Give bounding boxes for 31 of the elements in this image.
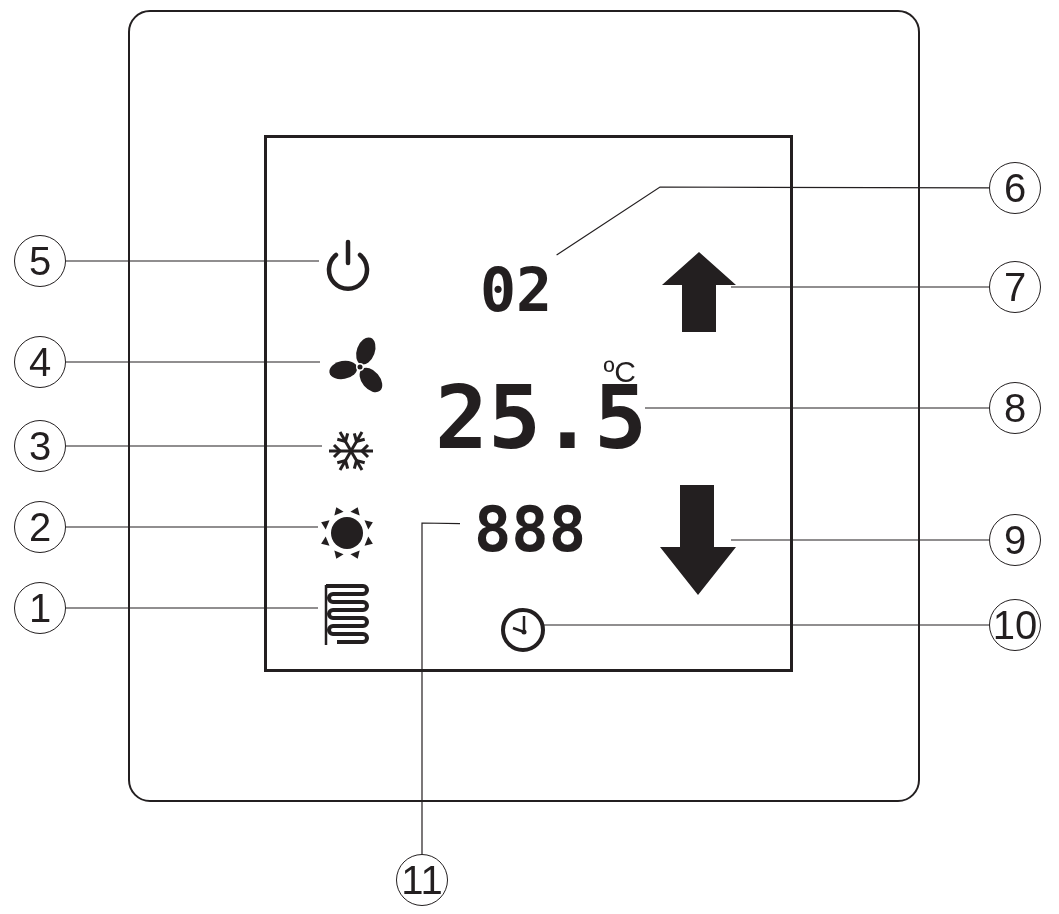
leader-line bbox=[65, 607, 319, 609]
callout-number: 9 bbox=[989, 514, 1041, 566]
callout-number: 11 bbox=[396, 854, 448, 906]
down-arrow bbox=[660, 485, 736, 595]
leader-line bbox=[65, 260, 320, 262]
up-arrow bbox=[662, 252, 736, 332]
callout-number: 7 bbox=[989, 261, 1041, 313]
callout-number: 10 bbox=[989, 599, 1041, 651]
callout-number: 1 bbox=[14, 582, 66, 634]
power-icon bbox=[324, 239, 372, 293]
radiator-icon bbox=[323, 581, 369, 647]
leader-line bbox=[730, 539, 990, 541]
clock-icon bbox=[500, 607, 546, 653]
leader-line bbox=[421, 522, 461, 855]
callout-number: 4 bbox=[14, 336, 66, 388]
callout-number: 2 bbox=[14, 501, 66, 553]
callout-number: 8 bbox=[989, 382, 1041, 434]
leader-line bbox=[644, 407, 990, 409]
leader-line bbox=[65, 361, 321, 363]
leader-line bbox=[65, 526, 319, 528]
display-digits: 888 bbox=[465, 500, 595, 560]
callout-number: 5 bbox=[14, 235, 66, 287]
sun-icon bbox=[323, 504, 375, 562]
leader-line bbox=[556, 186, 990, 256]
display-digits: 02 bbox=[460, 260, 572, 320]
leader-line bbox=[65, 445, 323, 447]
callout-number: 6 bbox=[989, 162, 1041, 214]
device-frame bbox=[128, 10, 920, 802]
screen-panel bbox=[264, 135, 793, 672]
leader-line bbox=[730, 286, 990, 288]
callout-number: 3 bbox=[14, 420, 66, 472]
